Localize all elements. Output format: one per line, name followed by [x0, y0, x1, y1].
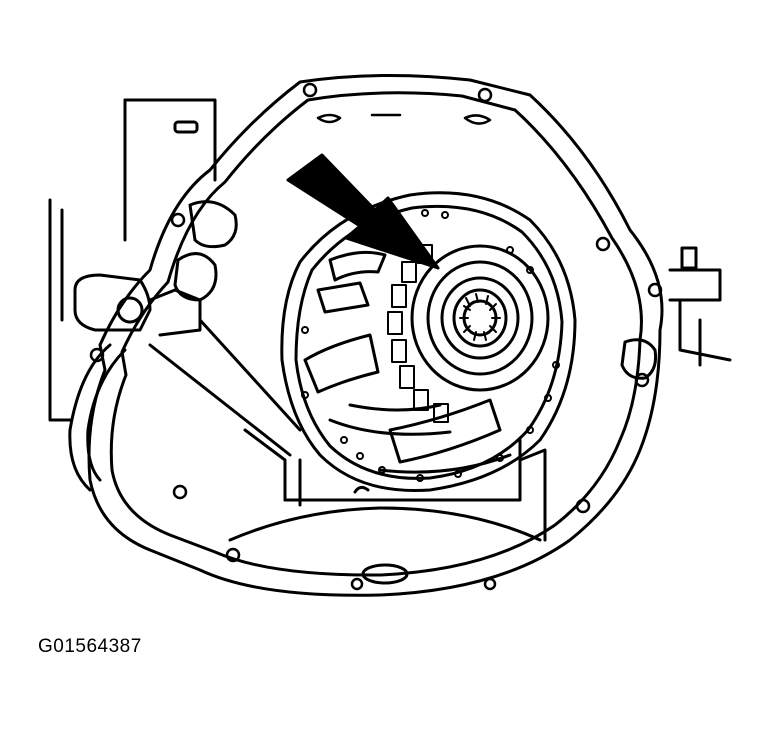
pointer-arrow [286, 153, 440, 270]
band-strap-left [303, 250, 387, 394]
flange-bolt-holes [89, 82, 663, 591]
figure-code: G01564387 [38, 636, 142, 657]
hub-spline [459, 293, 501, 341]
starter-bracket [68, 273, 202, 492]
drum-teeth [387, 244, 449, 423]
band-rivets [301, 209, 560, 482]
right-linkage [668, 246, 732, 367]
converter-housing [280, 191, 577, 493]
left-mount-bosses [173, 200, 657, 380]
engine-block-outline [48, 98, 217, 422]
lower-case [148, 318, 547, 585]
bellhousing-flange [87, 73, 664, 597]
clutch-drum [410, 244, 550, 392]
